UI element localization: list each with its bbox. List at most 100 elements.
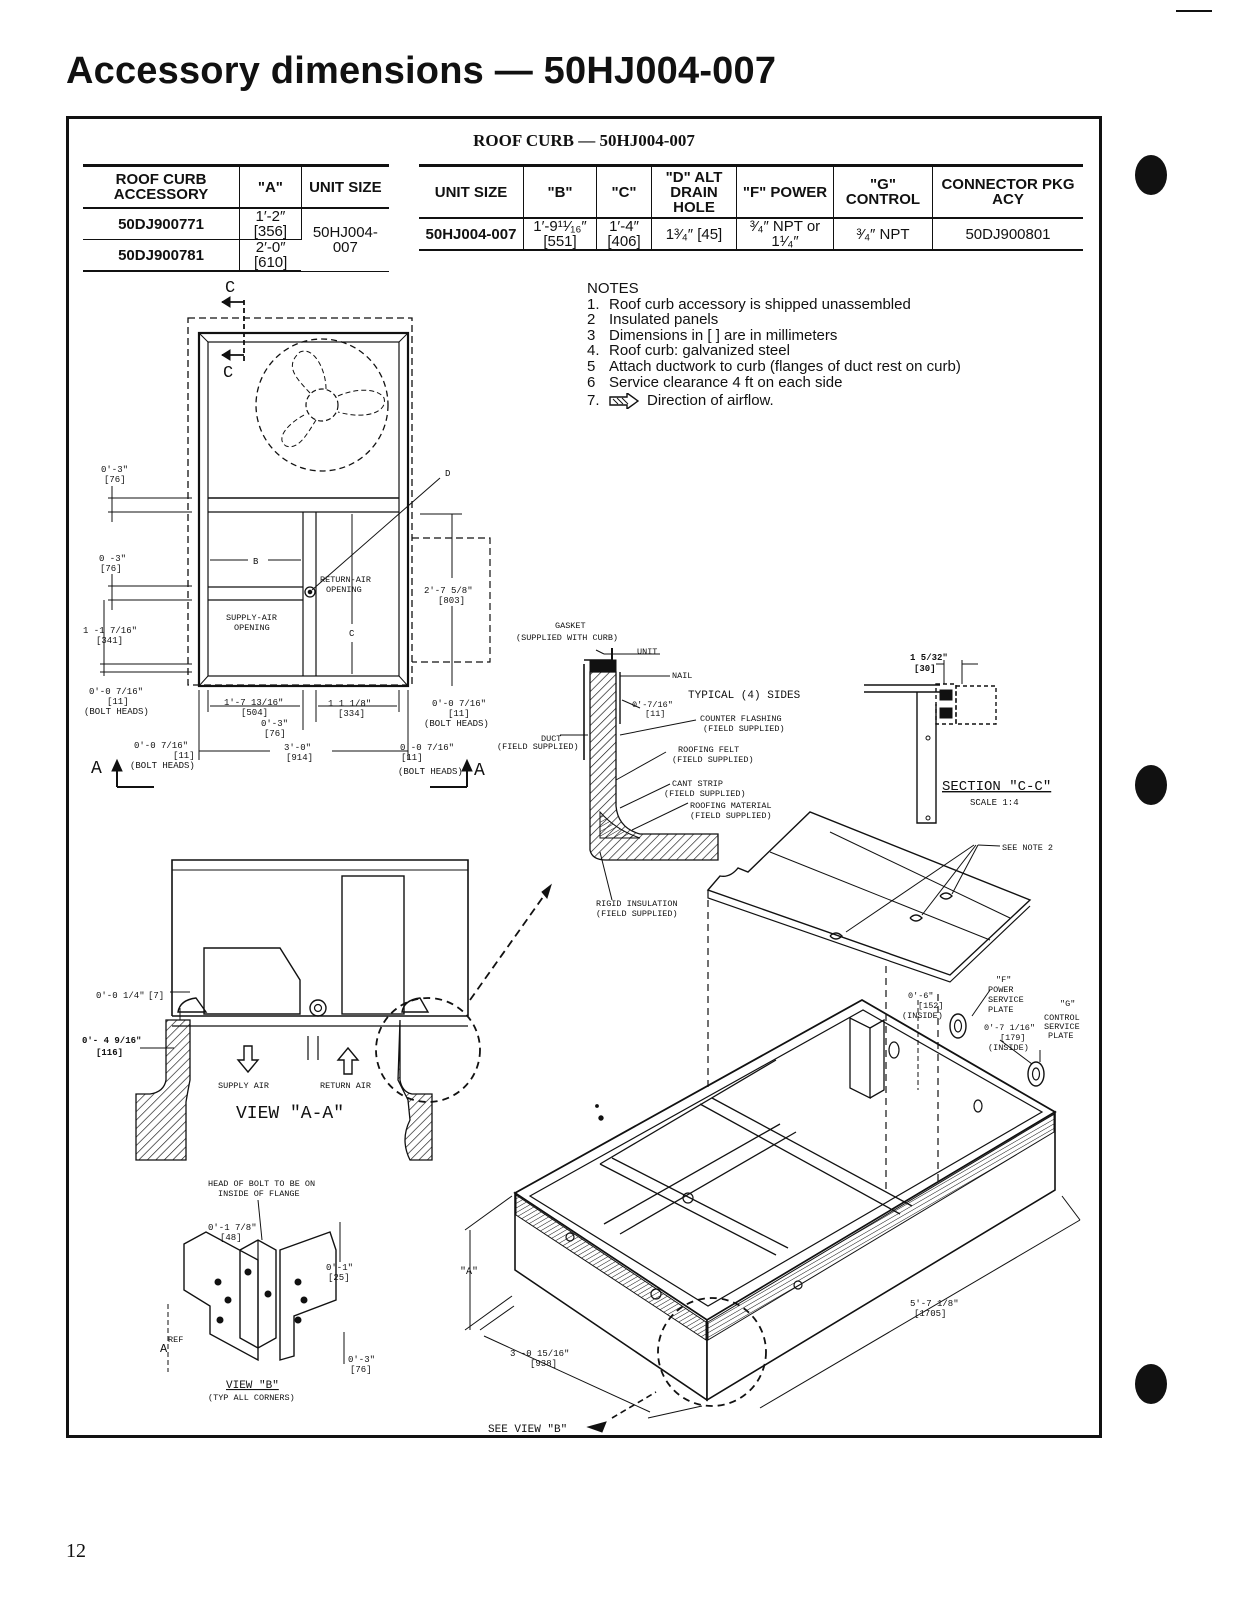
- dimension-label: 1 5/32″: [910, 653, 948, 663]
- supply-air-label: SUPPLY-AIR: [226, 613, 277, 623]
- control-plate-label: CONTROL: [1044, 1013, 1080, 1023]
- a-header: "A": [239, 164, 302, 209]
- gasket-label: GASKET: [555, 621, 586, 631]
- return-air-label: OPENING: [326, 585, 362, 595]
- unit-size-cell: 50HJ004-007: [419, 218, 524, 251]
- see-note-2-label: SEE NOTE 2: [1002, 843, 1053, 853]
- a-dimension-label: "A": [460, 1266, 478, 1278]
- dimension-label: 0′-0 7/16″: [134, 741, 188, 751]
- note-text: Direction of airflow.: [647, 392, 774, 410]
- notes-heading: NOTES: [587, 280, 639, 297]
- note-item: 4. Roof curb: galvanized steel: [587, 343, 961, 359]
- control-plate-label: SERVICE: [1044, 1022, 1080, 1032]
- dimension-label: 0′-0 7/16″: [432, 699, 486, 709]
- roof-curb-title: ROOF CURB — 50HJ004-007: [473, 131, 695, 150]
- power-plate-label: POWER: [988, 985, 1014, 995]
- view-b-subtitle: (TYP ALL CORNERS): [208, 1393, 295, 1403]
- d-header: "D" ALT DRAIN HOLE: [651, 164, 737, 219]
- duct-label: DUCT: [541, 734, 561, 744]
- dimension-label: 0′-3″: [101, 465, 128, 475]
- view-b-title: VIEW "B": [226, 1380, 279, 1392]
- dimension-label: 1′-7 13/16″: [224, 698, 283, 708]
- isometric-labels: SEE NOTE 2 "F" POWER SERVICE PLATE "G" C…: [460, 843, 1080, 1436]
- dimension-label: [1705]: [914, 1309, 946, 1319]
- connector-cell: 50DJ900801: [932, 218, 1083, 251]
- b-cell: 1′-9¹¹⁄₁₆″ [551]: [523, 218, 597, 251]
- dimension-label: [11]: [401, 753, 423, 763]
- power-plate-label: SERVICE: [988, 995, 1024, 1005]
- note-text: Roof curb: galvanized steel: [609, 342, 790, 360]
- dimension-label: (INSIDE): [988, 1043, 1029, 1053]
- unit-size-header: UNIT SIZE: [419, 164, 524, 219]
- note-number: 2: [587, 311, 596, 329]
- b-label: B: [253, 557, 259, 567]
- dimension-label: [48]: [220, 1233, 242, 1243]
- view-b: [167, 1199, 345, 1372]
- view-b-labels: HEAD OF BOLT TO BE ON INSIDE OF FLANGE 0…: [160, 1179, 375, 1403]
- dimension-label: [341]: [96, 636, 123, 646]
- plan-view-labels: C C D B C RETURN-AIR OPENING SUPPLY-AIR …: [83, 279, 489, 781]
- cant-strip-label: CANT STRIP: [672, 779, 723, 789]
- note-item: 7. Direction of airflow.: [587, 392, 961, 410]
- note-text: Service clearance 4 ft on each side: [609, 373, 843, 391]
- dimension-label: 0′-0 1/4″: [96, 991, 145, 1001]
- section-c-label: C: [223, 364, 233, 383]
- curb-detail: [560, 648, 719, 901]
- section-c-label: C: [225, 279, 235, 298]
- bolt-head-note: HEAD OF BOLT TO BE ON: [208, 1179, 315, 1189]
- bolt-heads-label: (BOLT HEADS): [84, 707, 149, 717]
- diagram-frame: ROOF CURB — 50HJ004-007 ROOF CURB ACCESS…: [66, 116, 1102, 1438]
- dimension-label: 0′-1 7/8″: [208, 1223, 257, 1233]
- note-text: Dimensions in [ ] are in millimeters: [609, 326, 838, 344]
- dimension-label: [152]: [918, 1001, 944, 1011]
- roofing-felt-label: ROOFING FELT: [678, 745, 739, 755]
- dimension-label: [179]: [1000, 1033, 1026, 1043]
- notes-block: NOTES 1.Roof curb accessory is shipped u…: [587, 280, 961, 410]
- dimension-label: 0′-0 7/16″: [400, 743, 454, 753]
- cant-strip-label: (FIELD SUPPLIED): [664, 789, 746, 799]
- rigid-insulation-label: RIGID INSULATION: [596, 899, 678, 909]
- isometric-curb: [464, 811, 1081, 1433]
- section-cc-labels: 1 5/32″ [30] SECTION "C-C" SCALE 1:4: [910, 653, 1051, 808]
- a-ref-label: A: [160, 1342, 168, 1356]
- dimension-label: [7]: [148, 991, 164, 1001]
- d-label: D: [445, 469, 450, 479]
- roofing-material-label: ROOFING MATERIAL: [690, 801, 772, 811]
- note-item: 6 Service clearance 4 ft on each side: [587, 373, 961, 391]
- section-cc-title: SECTION "C-C": [942, 779, 1051, 795]
- dimension-label: [334]: [338, 709, 365, 719]
- dimension-label: [938]: [530, 1359, 557, 1369]
- nail-label: NAIL: [672, 671, 692, 681]
- dimension-label: [76]: [350, 1365, 372, 1375]
- page-title: Accessory dimensions — 50HJ004-007: [66, 50, 777, 92]
- c-header: "C": [596, 164, 652, 219]
- dimension-label: [30]: [914, 664, 936, 674]
- accessory-cell: 50DJ900771: [83, 208, 241, 240]
- dimension-label: 0′-3″: [261, 719, 288, 729]
- binder-hole-middle: [1135, 765, 1167, 805]
- roofing-felt-label: (FIELD SUPPLIED): [672, 755, 754, 765]
- dimension-label: [11]: [173, 751, 195, 761]
- dimension-label: 5′-7 1/8″: [910, 1299, 959, 1309]
- note-number: 4.: [587, 342, 600, 360]
- dimension-label: [11]: [448, 709, 470, 719]
- dimension-label: [116]: [96, 1048, 123, 1058]
- dimension-label: [25]: [328, 1273, 350, 1283]
- g-label: "G": [1060, 999, 1075, 1009]
- accessory-cell: 50DJ900781: [83, 239, 241, 272]
- dimension-label: 0′- 4 9/16″: [82, 1036, 141, 1046]
- power-plate-label: PLATE: [988, 1005, 1014, 1015]
- unit-label: UNIT: [637, 647, 657, 657]
- dimension-label: 0′-6″: [908, 991, 934, 1001]
- note-number: 7.: [587, 392, 600, 410]
- note-number: 6: [587, 373, 596, 391]
- dimension-label: 3′-0″: [284, 743, 311, 753]
- section-a-label: A: [91, 759, 102, 779]
- bolt-heads-label: (BOLT HEADS): [424, 719, 489, 729]
- dimension-label: 0′-1″: [326, 1263, 353, 1273]
- connector-header: CONNECTOR PKG ACY: [932, 164, 1083, 219]
- bolt-heads-label: (BOLT HEADS): [130, 761, 195, 771]
- gasket-label: (SUPPLIED WITH CURB): [516, 633, 618, 643]
- f-header: "F" POWER: [736, 164, 834, 219]
